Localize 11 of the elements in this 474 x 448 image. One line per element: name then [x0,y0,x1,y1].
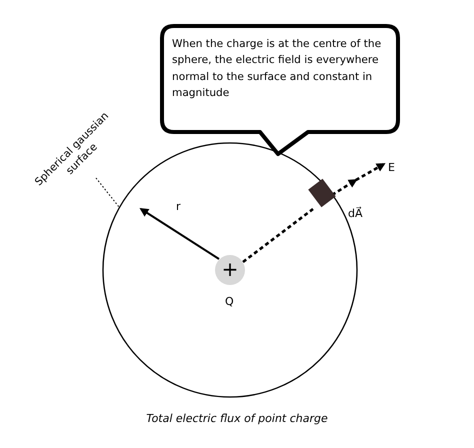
field-label: E [388,160,395,176]
charge-label: Q [225,295,234,308]
edge-label: r [176,200,181,213]
point-charge [215,255,245,285]
charge-sign: + [220,257,240,281]
callout-text: When the charge is at the centre of the sphere, the electric field is everywhere normal to the surface and constant in magnitude [172,37,382,102]
area-vector-label: dA⃗ [348,207,363,220]
leader-line [96,178,120,208]
field-line-arrow [331,162,386,196]
radius-arrow [139,208,220,260]
caption: Total electric flux of point charge [145,412,329,425]
